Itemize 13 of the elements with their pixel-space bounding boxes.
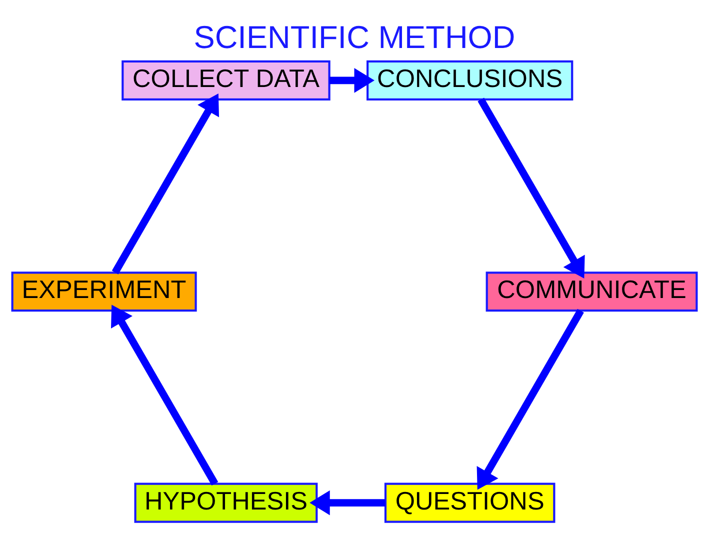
node-box: CONCLUSIONS	[366, 60, 574, 100]
node-box: QUESTIONS	[384, 482, 556, 523]
node-box: COMMUNICATE	[486, 272, 698, 312]
diagram-title: SCIENTIFIC METHOD	[194, 18, 516, 55]
arrow	[310, 490, 386, 516]
node-box: COLLECT DATA	[122, 60, 330, 100]
arrow	[476, 308, 584, 490]
arrow	[111, 304, 218, 486]
node-box: HYPOTHESIS	[134, 482, 318, 523]
arrow	[112, 94, 220, 274]
node-box: EXPERIMENT	[11, 272, 197, 312]
arrow	[329, 68, 374, 93]
arrow	[478, 98, 585, 279]
